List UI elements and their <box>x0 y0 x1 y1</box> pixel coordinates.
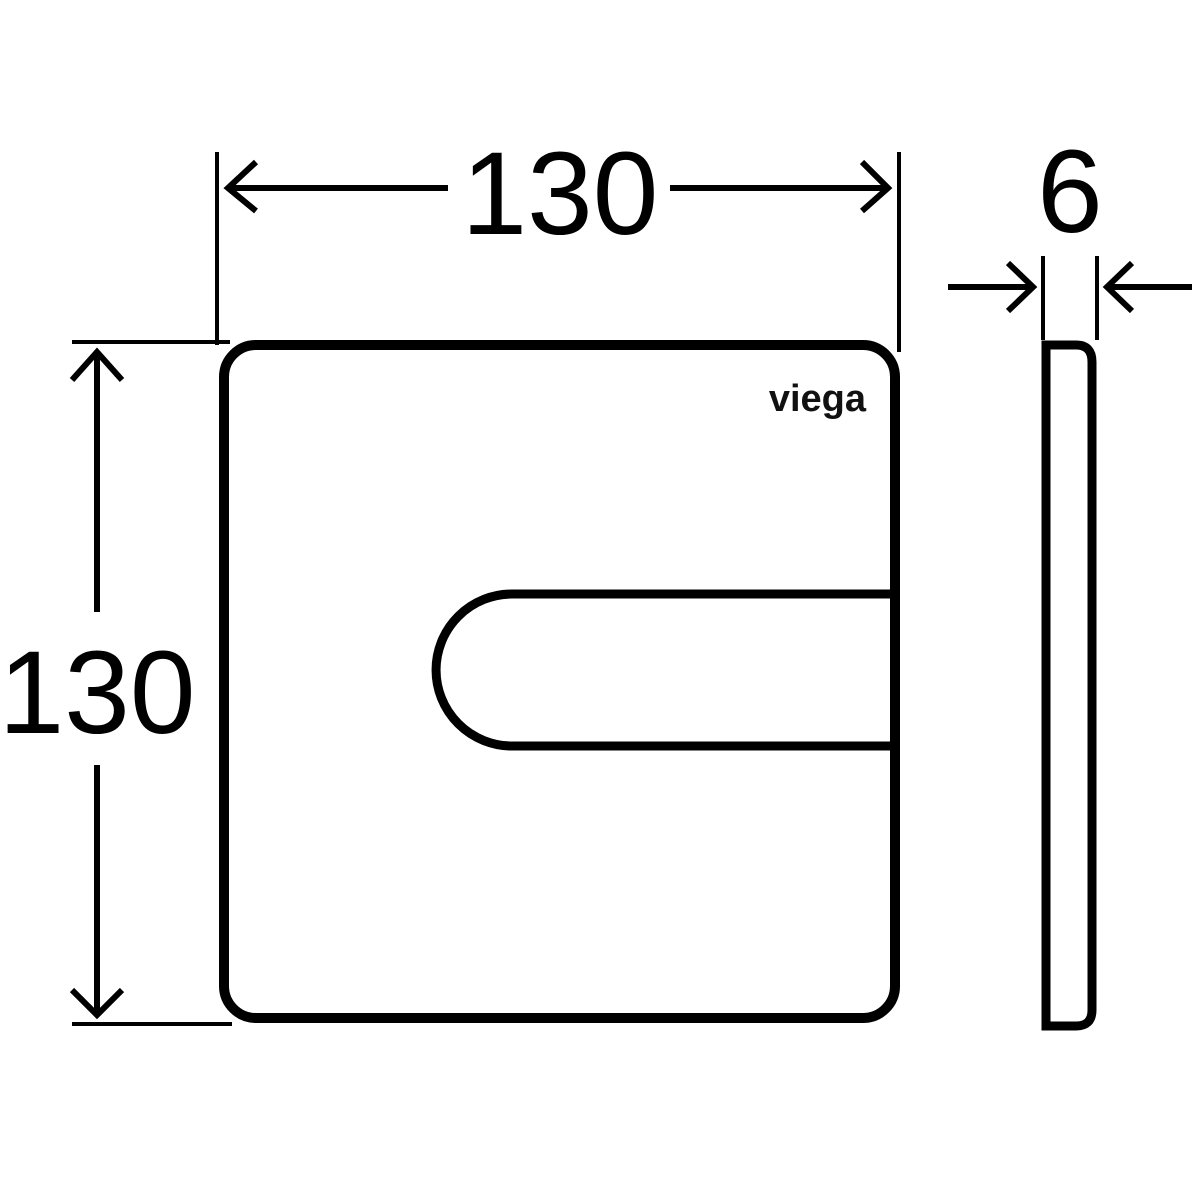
arrowhead-icon <box>1005 260 1038 314</box>
depth-label: 6 <box>1037 126 1103 258</box>
arrowhead-icon <box>223 159 259 214</box>
width-dimension <box>215 152 901 352</box>
width-label: 130 <box>462 128 659 260</box>
side-profile-outline <box>1041 340 1097 1031</box>
height-dimension <box>69 340 232 1026</box>
plate-front-view: viega <box>219 340 900 1023</box>
arrowhead-icon <box>859 159 893 214</box>
height-label: 130 <box>0 627 195 759</box>
arrowhead-icon <box>69 987 125 1020</box>
arrowhead-icon <box>1102 260 1135 314</box>
arrowhead-icon <box>69 347 125 382</box>
viega-logo: viega <box>769 378 867 420</box>
plate-outline <box>219 340 900 1023</box>
sensor-slot-outline <box>431 589 892 751</box>
depth-dimension <box>948 256 1192 340</box>
plate-side-view <box>1041 340 1097 1031</box>
